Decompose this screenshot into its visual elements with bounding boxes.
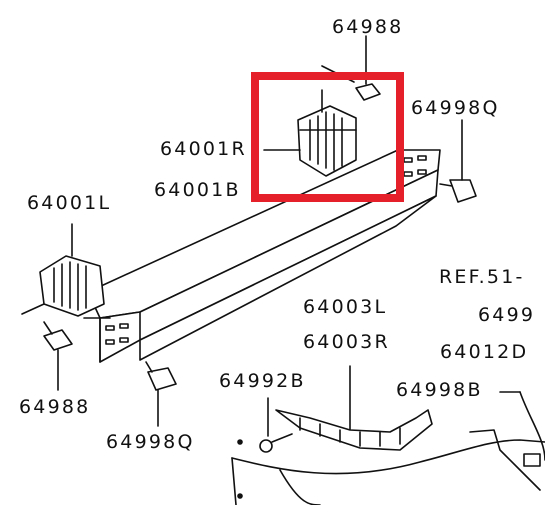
side-support: [275, 365, 433, 451]
label-bracket-b: 64001B: [154, 181, 241, 200]
screw-64992b: [259, 397, 293, 453]
label-ref: REF.51-: [439, 266, 525, 288]
label-bracket-right: 64001R: [160, 140, 247, 159]
bolt-left-lower: [145, 361, 177, 427]
label-64003l: 64003L: [303, 296, 388, 318]
bracket-left: [21, 223, 111, 319]
label-bolt-top-right: 64998Q: [411, 97, 500, 119]
label-64992b: 64992B: [219, 370, 306, 392]
bolt-top-right: [439, 119, 477, 203]
label-bracket-left: 64001L: [27, 192, 112, 214]
label-bolt-top: 64988: [332, 16, 404, 38]
label-64998b: 64998B: [396, 379, 483, 401]
label-bolt-left-lower: 64998Q: [106, 431, 195, 453]
label-64012d: 64012D: [440, 343, 529, 362]
bolt-left: [43, 321, 73, 391]
label-ref-partial: 6499: [478, 304, 536, 326]
label-bolt-left: 64988: [19, 396, 91, 418]
label-64003r: 64003R: [303, 331, 390, 353]
reinforcement-beam: [87, 149, 441, 363]
bracket-right: [263, 89, 357, 177]
highlight-box: [251, 72, 404, 202]
